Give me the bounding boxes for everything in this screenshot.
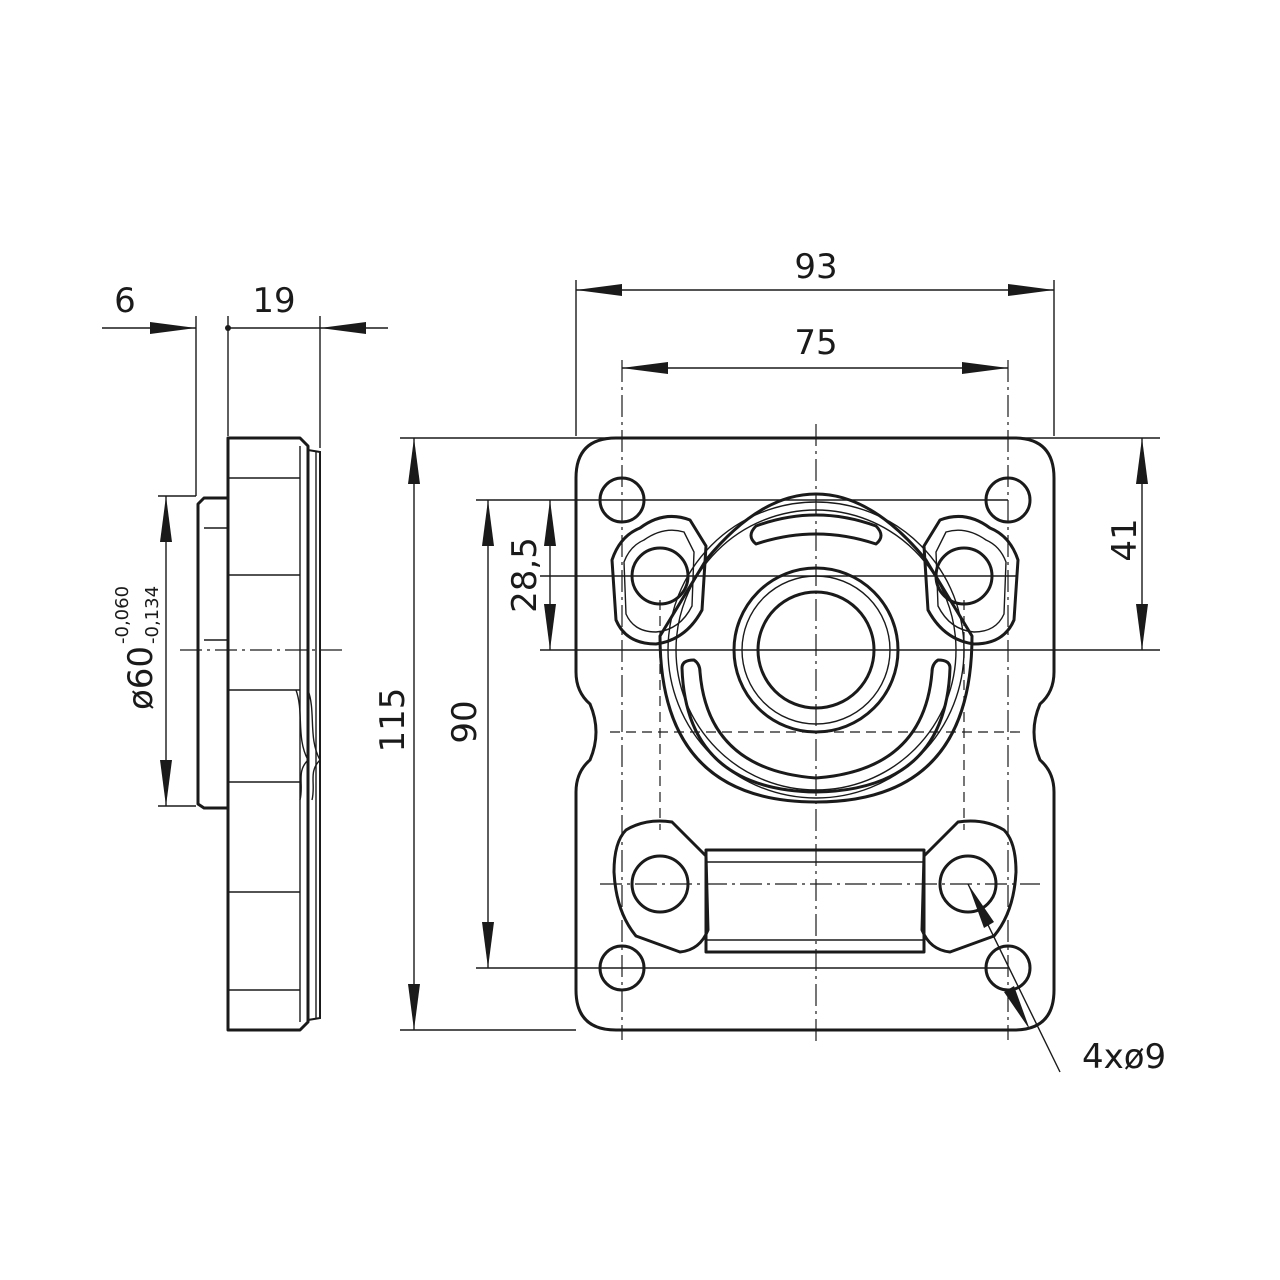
dim-text-115: 115 (373, 688, 413, 753)
arrow (968, 884, 994, 928)
boss-top-right-inner (935, 529, 1007, 633)
plate-outline (574, 436, 1056, 1032)
dim-text-75: 75 (794, 323, 837, 363)
dim-text-41: 41 (1105, 518, 1145, 561)
arrow (150, 322, 196, 334)
arrow (1136, 604, 1148, 650)
side-break-line (295, 689, 309, 801)
arrow (160, 760, 172, 806)
boss-bottom-left (612, 819, 710, 954)
dim-text-dia60: ø60 (121, 646, 161, 710)
hub-outer (658, 492, 974, 804)
arrow (408, 984, 420, 1030)
dim-tol-upper: -0,060 (112, 586, 133, 644)
arrow (962, 362, 1008, 374)
side-view (102, 316, 388, 1032)
arrow (482, 500, 494, 546)
arrow (1008, 284, 1054, 296)
bottom-rib (704, 848, 926, 954)
arrow (1004, 986, 1030, 1030)
arrow (320, 322, 366, 334)
side-flange-body (226, 436, 310, 1032)
arrow (408, 438, 420, 484)
front-view (400, 280, 1160, 1073)
dim-text-19: 19 (252, 281, 295, 321)
dim-text-6: 6 (114, 281, 136, 321)
dim-tol-lower: -0,134 (142, 586, 163, 644)
dim-text-holes: 4xø9 (1082, 1037, 1166, 1077)
side-flange-step (307, 449, 321, 1021)
arrow (622, 362, 668, 374)
dim-origin-dot (225, 325, 231, 331)
arrow (576, 284, 622, 296)
dim-text-28-5: 28,5 (505, 537, 545, 613)
hub-slot-top (749, 513, 883, 546)
arrow (160, 496, 172, 542)
arrow (1136, 438, 1148, 484)
boss-top-left (610, 514, 708, 646)
dim-text-90: 90 (445, 700, 485, 743)
dim-dia60-label: ø60 -0,060 -0,134 (112, 586, 163, 710)
dim-text-93: 93 (794, 247, 837, 287)
boss-top-right (922, 514, 1020, 646)
boss-bottom-right (920, 819, 1018, 954)
arrow (544, 604, 556, 650)
arrow (482, 922, 494, 968)
arrow (544, 500, 556, 546)
side-spigot (196, 496, 228, 810)
boss-top-left-inner (623, 529, 695, 633)
side-break-line-2 (307, 689, 321, 801)
